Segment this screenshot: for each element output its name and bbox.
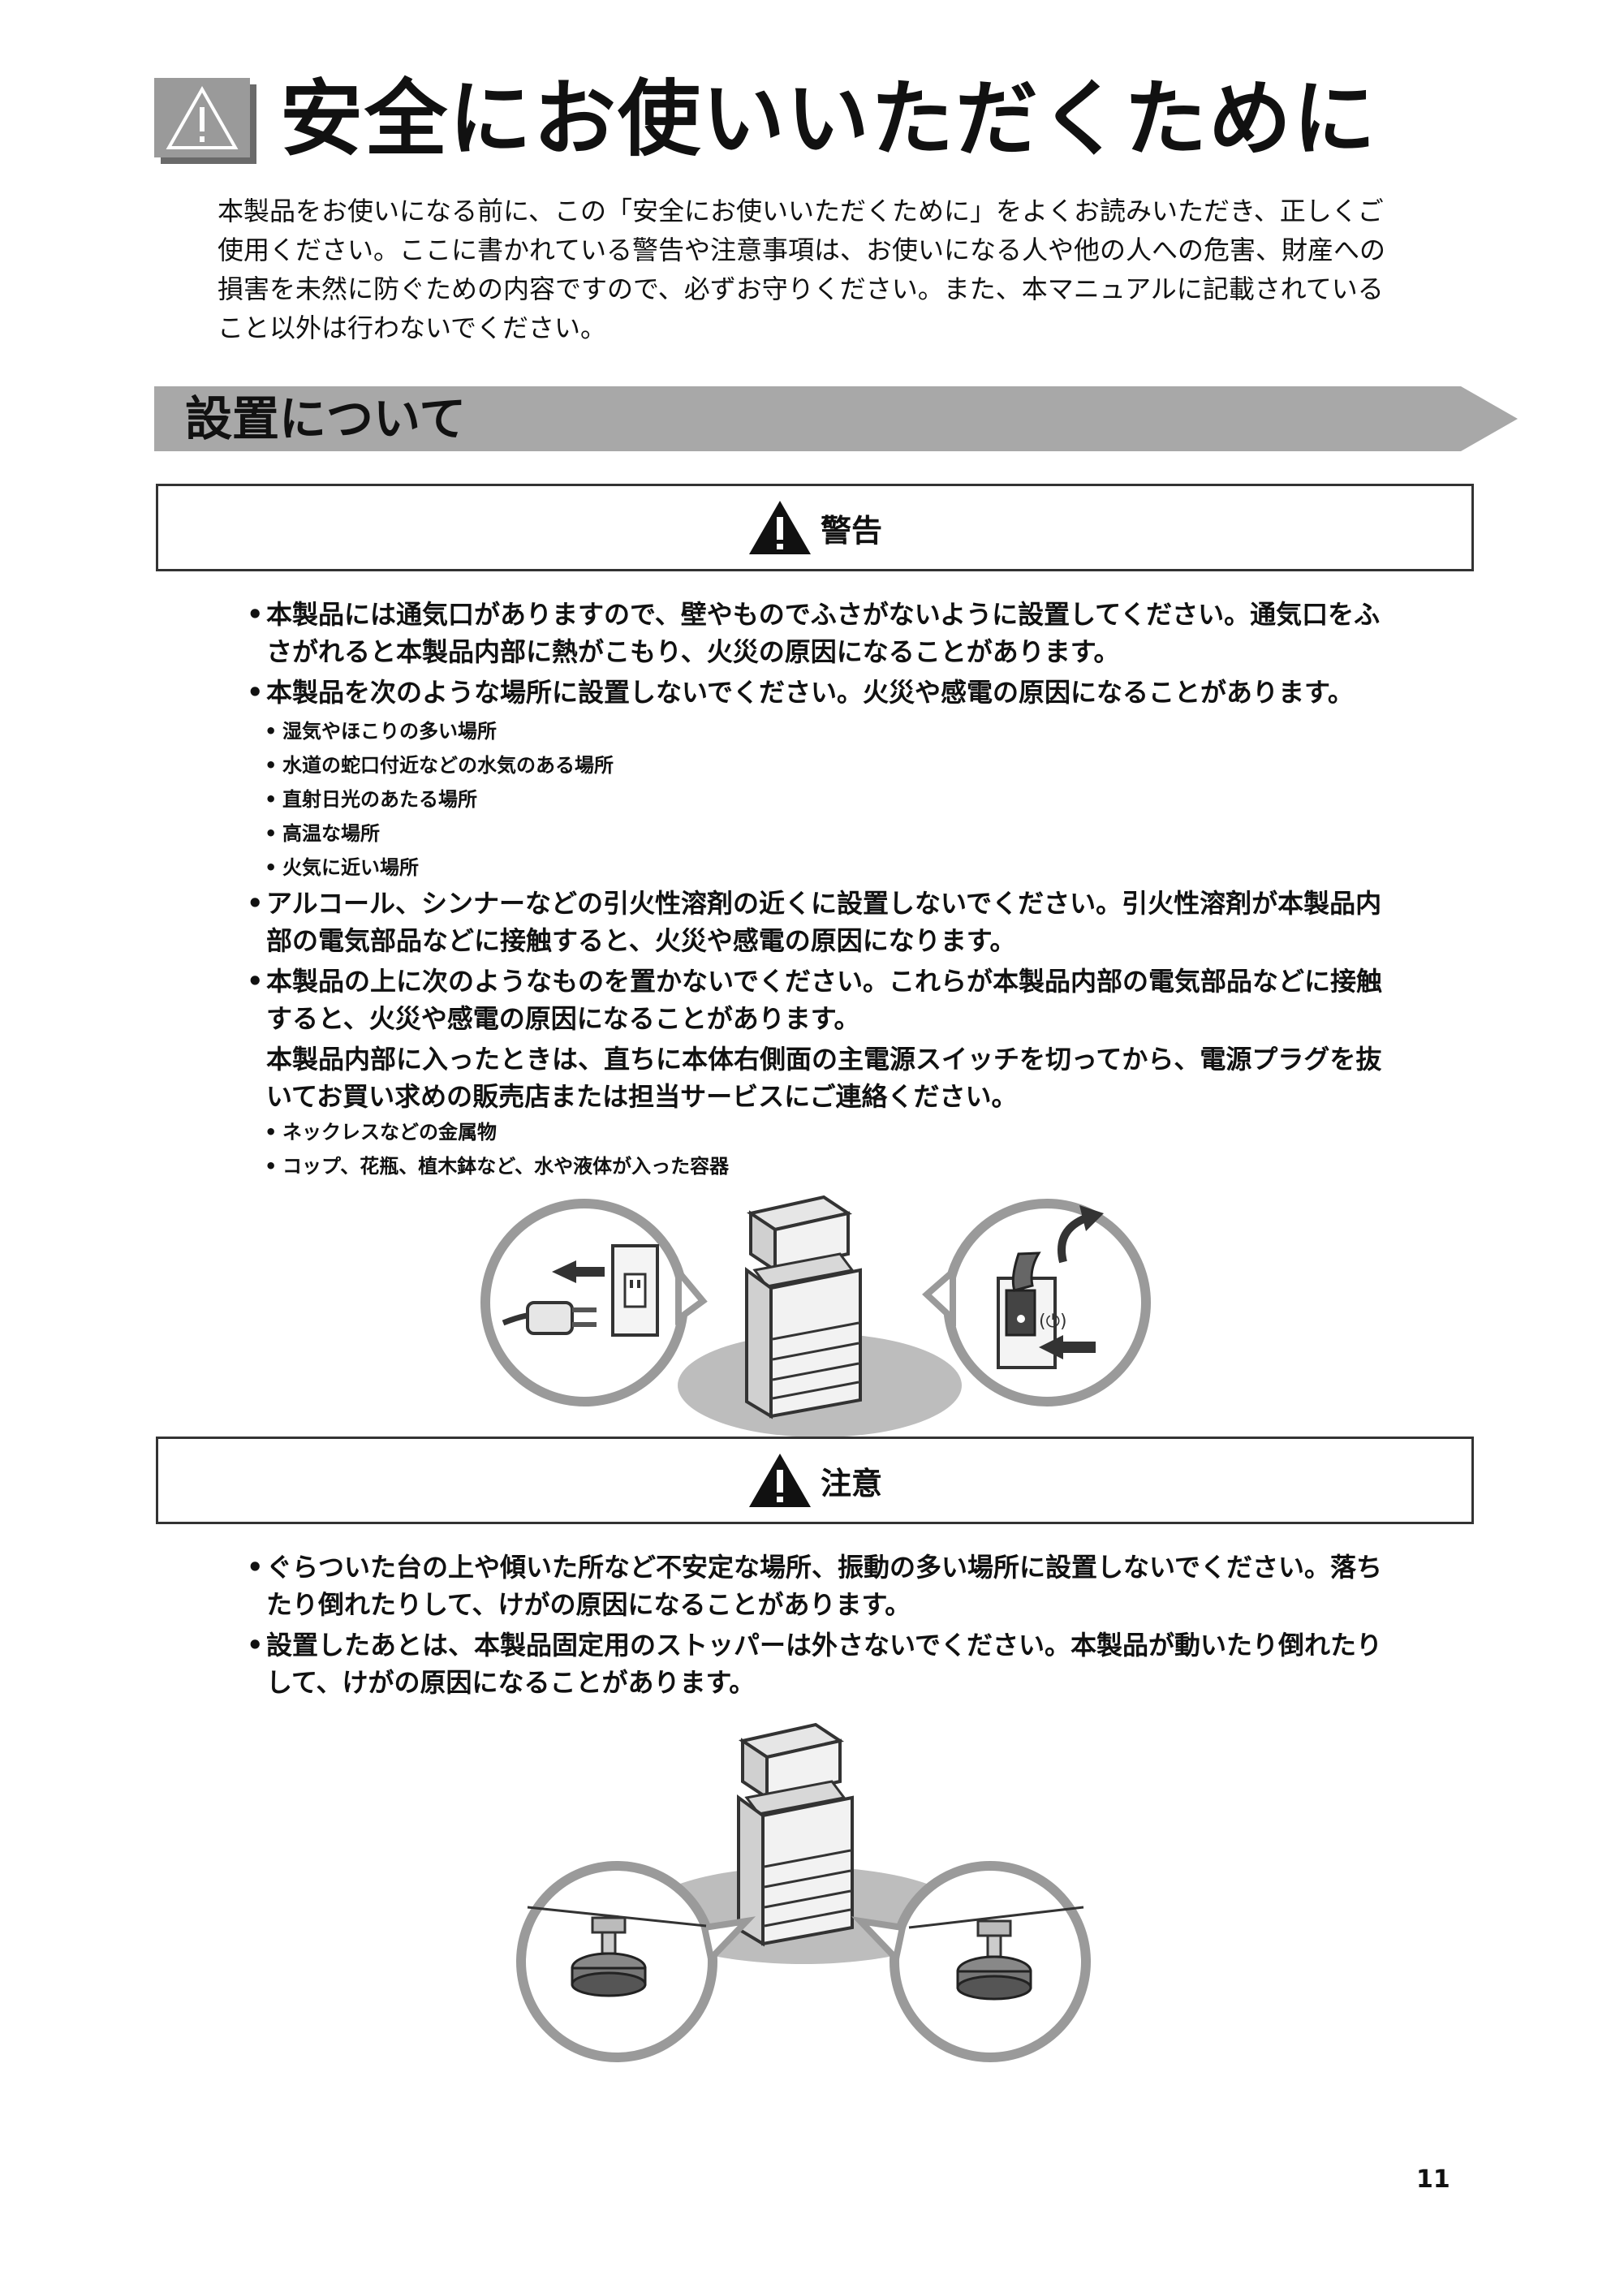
- item-line: ぐらついた台の上や傾いた所など不安定な場所、振動の多い場所に設置しないでください…: [266, 1552, 1383, 1583]
- intro-line: 損害を未然に防ぐための内容ですので、必ずお守りください。また、本マニュアルに記載…: [218, 274, 1384, 304]
- warning-triangle-icon: [748, 1454, 811, 1507]
- sub-item: コップ、花瓶、植木鉢など、水や液体が入った容器: [243, 1149, 1510, 1183]
- item-line: して、けがの原因になることがあります。: [266, 1667, 756, 1698]
- stopper-foot-icon: [527, 1906, 707, 1997]
- illustration-stoppers: [516, 1722, 1091, 2062]
- section-banner: [154, 386, 1518, 451]
- copier-machine-icon: [737, 1722, 854, 1947]
- copier-machine-icon: [745, 1195, 862, 1419]
- warning-triangle-icon: [748, 501, 811, 554]
- item-line: 本製品を次のような場所に設置しないでください。火災や感電の原因になることがありま…: [266, 677, 1354, 708]
- sub-item: ネックレスなどの金属物: [243, 1115, 1510, 1149]
- sub-item: 水道の蛇口付近などの水気のある場所: [243, 748, 1510, 782]
- item-line: さがれると本製品内部に熱がこもり、火災の原因になることがあります。: [266, 636, 1120, 667]
- section-title: 設置について: [185, 391, 467, 446]
- list-item: ぐらついた台の上や傾いた所など不安定な場所、振動の多い場所に設置しないでください…: [243, 1549, 1510, 1623]
- warning-triangle-icon: [154, 78, 256, 164]
- item-line: 本製品内部に入ったときは、直ちに本体右側面の主電源スイッチを切ってから、電源プラ…: [266, 1044, 1382, 1075]
- item-line: すると、火災や感電の原因になることがあります。: [266, 1003, 860, 1034]
- item-line: たり倒れたりして、けがの原因になることがあります。: [266, 1589, 911, 1620]
- page-number: 11: [1416, 2165, 1450, 2194]
- sub-item: 高温な場所: [243, 816, 1510, 851]
- item-line: 部の電気部品などに接触すると、火災や感電の原因になります。: [266, 925, 1016, 956]
- caution-label: 注意: [820, 1465, 882, 1501]
- intro-paragraph: 本製品をお使いになる前に、この「安全にお使いいただくために」をよくお読みいただき…: [218, 192, 1484, 347]
- list-item: 本製品を次のような場所に設置しないでください。火災や感電の原因になることがありま…: [243, 674, 1510, 711]
- power-switch-icon: (⏻): [997, 1251, 1067, 1369]
- list-item: 本製品には通気口がありますので、壁やものでふさがないように設置してください。通気…: [243, 596, 1510, 670]
- intro-line: こと以外は行わないでください。: [218, 312, 607, 343]
- sub-item: 直射日光のあたる場所: [243, 782, 1510, 816]
- warning-label: 警告: [820, 512, 882, 549]
- item-continuation: 本製品内部に入ったときは、直ちに本体右側面の主電源スイッチを切ってから、電源プラ…: [243, 1040, 1510, 1115]
- item-line: 設置したあとは、本製品固定用のストッパーは外さないでください。本製品が動いたり倒…: [266, 1630, 1383, 1661]
- wall-outlet-icon: [611, 1244, 659, 1337]
- item-line: 本製品には通気口がありますので、壁やものでふさがないように設置してください。通気…: [266, 599, 1381, 630]
- caution-list: ぐらついた台の上や傾いた所など不安定な場所、振動の多い場所に設置しないでください…: [243, 1549, 1510, 1704]
- item-line: アルコール、シンナーなどの引火性溶剤の近くに設置しないでください。引火性溶剤が本…: [266, 888, 1382, 919]
- sub-item: 火気に近い場所: [243, 851, 1510, 885]
- page-title: 安全にお使いいただくために: [280, 71, 1377, 168]
- list-item: アルコール、シンナーなどの引火性溶剤の近くに設置しないでください。引火性溶剤が本…: [243, 885, 1510, 959]
- curved-arrow-up-icon: [1058, 1205, 1104, 1264]
- power-symbol-label: (⏻): [1039, 1312, 1067, 1332]
- item-line: いてお買い求めの販売店または担当サービスにご連絡ください。: [266, 1081, 1018, 1112]
- caution-label-box: 注意: [156, 1437, 1474, 1524]
- item-line: 本製品の上に次のようなものを置かないでください。これらが本製品内部の電気部品など…: [266, 966, 1383, 997]
- arrow-left-icon: [552, 1260, 605, 1283]
- warning-list: 本製品には通気口がありますので、壁やものでふさがないように設置してください。通気…: [243, 596, 1510, 1183]
- warning-label-box: 警告: [156, 484, 1474, 571]
- list-item: 本製品の上に次のようなものを置かないでください。これらが本製品内部の電気部品など…: [243, 963, 1510, 1037]
- list-item: 設置したあとは、本製品固定用のストッパーは外さないでください。本製品が動いたり倒…: [243, 1626, 1510, 1701]
- arrow-left-icon: [1039, 1335, 1096, 1359]
- illustration-unplug-and-power-off: (⏻): [480, 1195, 1151, 1437]
- intro-line: 本製品をお使いになる前に、この「安全にお使いいただくために」をよくお読みいただき…: [218, 196, 1384, 226]
- sub-item: 湿気やほこりの多い場所: [243, 714, 1510, 748]
- stopper-foot-icon: [908, 1906, 1084, 2001]
- intro-line: 使用ください。ここに書かれている警告や注意事項は、お使いになる人や他の人への危害…: [218, 235, 1386, 265]
- power-plug-icon: [502, 1301, 597, 1335]
